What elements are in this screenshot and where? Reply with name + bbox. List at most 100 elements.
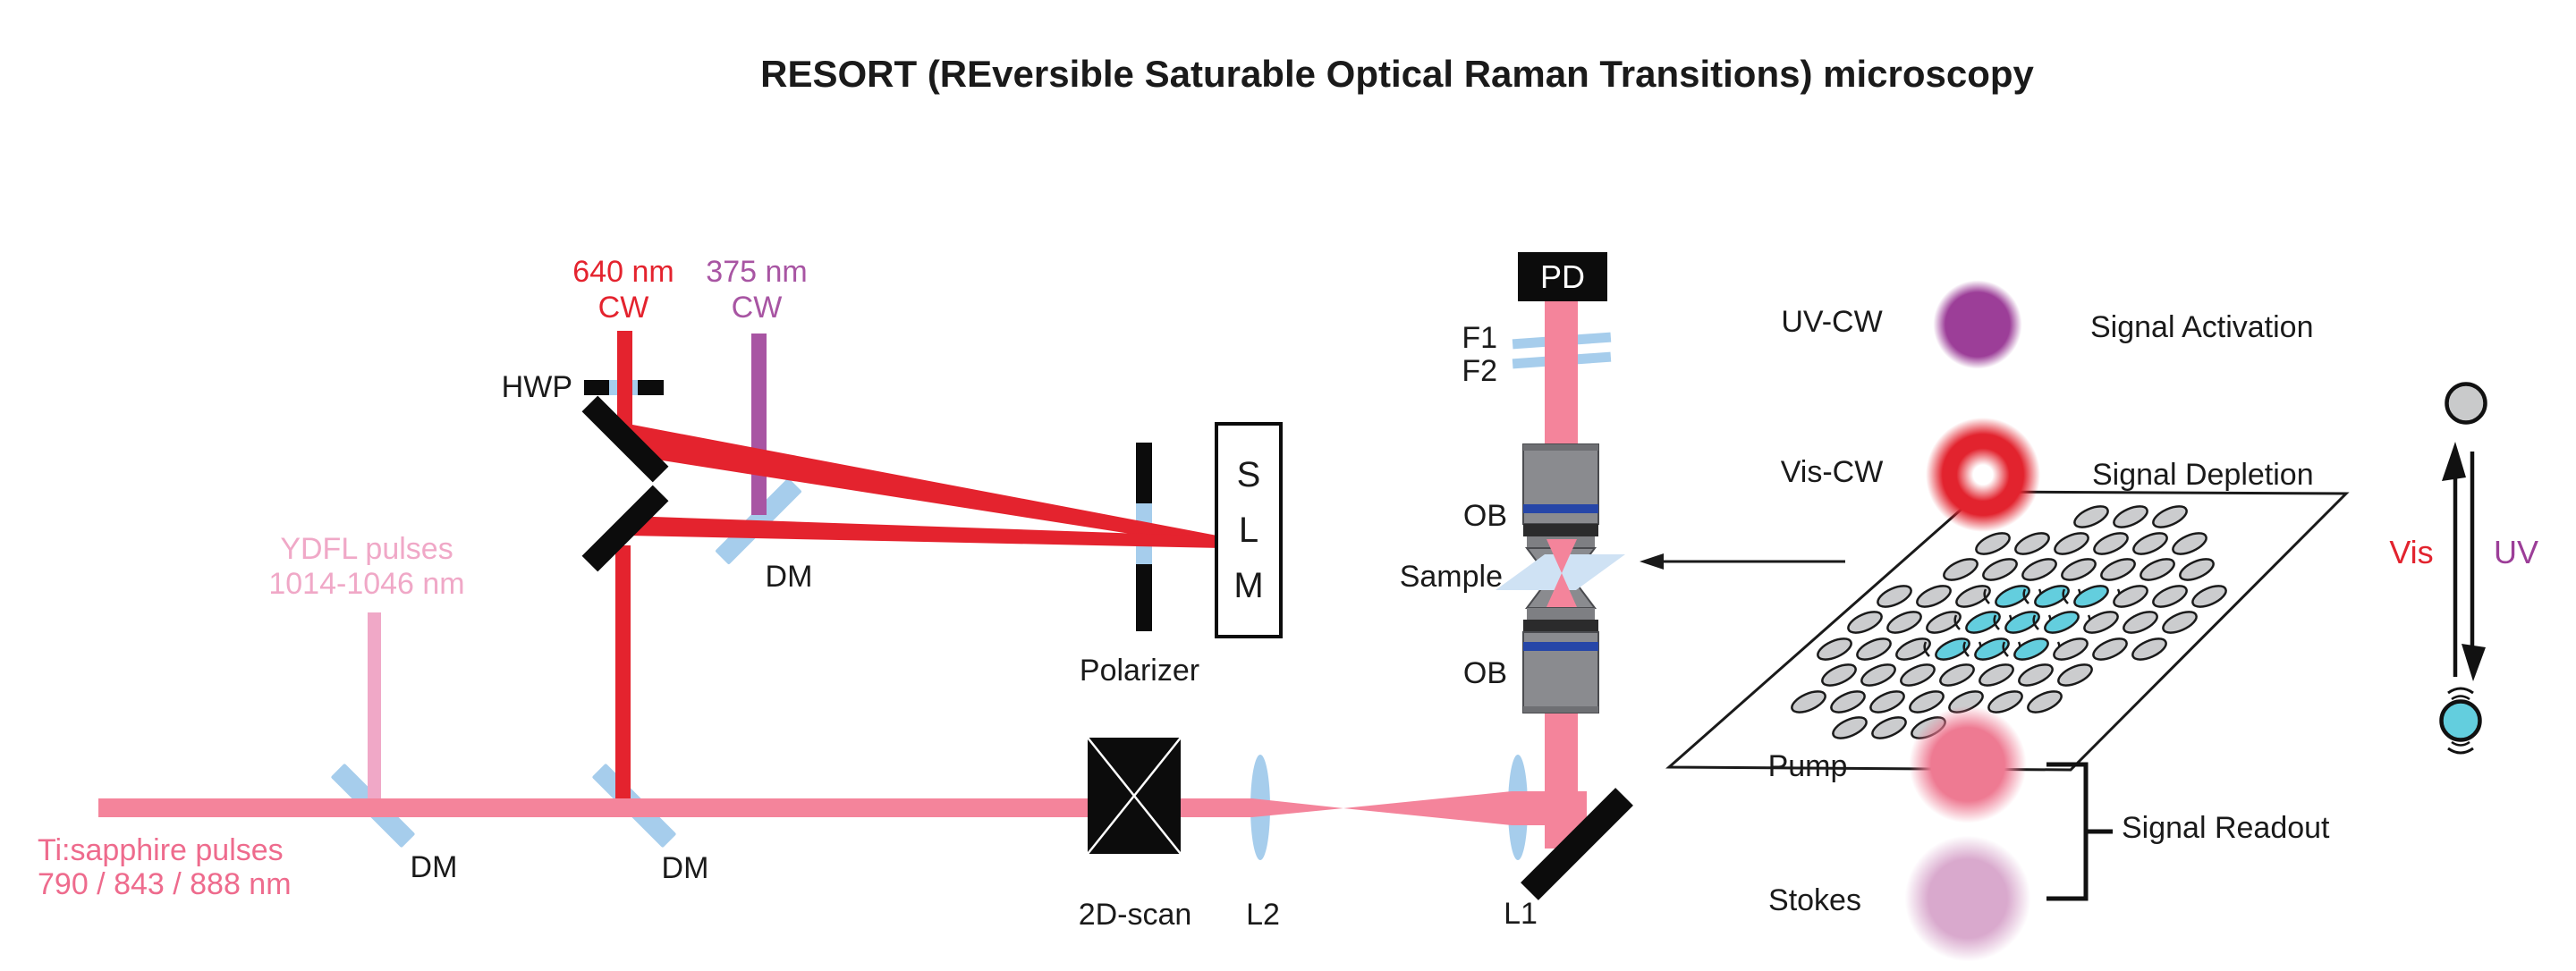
label-sample: Sample — [1399, 560, 1503, 594]
beam-converge-l2 — [1252, 798, 1343, 817]
label-375nm-cw: CW — [731, 291, 783, 325]
label-uv: UV — [2493, 534, 2539, 570]
beam-640-to-slm — [628, 424, 1222, 548]
beam-640-lower — [615, 545, 631, 809]
plate-dot — [1900, 663, 1936, 687]
plate-dot — [2132, 532, 2168, 555]
equilibrium-arrows — [2442, 442, 2486, 681]
label-tisapphire-1: Ti:sapphire pulses — [38, 833, 284, 867]
plate-dot — [2053, 637, 2089, 661]
plate-dot — [1856, 637, 1892, 661]
label-f2: F2 — [1462, 354, 1497, 388]
beam-375 — [751, 334, 767, 515]
plate-dot-active — [1995, 585, 2030, 608]
figure-title: RESORT (REversible Saturable Optical Ram… — [760, 53, 2034, 95]
label-375nm: 375 nm — [706, 255, 808, 289]
plate-dot — [2131, 637, 2167, 661]
photodiode-box — [1518, 252, 1607, 301]
beam-640-upper — [617, 331, 632, 431]
plate-dot — [1939, 663, 1975, 687]
label-ydfl-1: YDFL pulses — [280, 532, 453, 566]
label-ob-top: OB — [1462, 499, 1507, 533]
label-hwp: HWP — [501, 370, 572, 404]
plate-dot — [2140, 558, 2175, 581]
plate-dot-active — [2004, 611, 2040, 634]
plate-dot — [1877, 585, 1912, 608]
plate-dot — [1943, 558, 1979, 581]
plate-dot — [1817, 637, 1852, 661]
state-on-circle — [2439, 687, 2482, 755]
vibration-mark — [1923, 641, 1930, 657]
beam-diverge-l1 — [1343, 791, 1512, 825]
focus-cone-bottom — [1546, 573, 1577, 607]
label-f1: F1 — [1462, 321, 1497, 355]
state-off-circle — [2445, 382, 2487, 425]
mirror-lower — [581, 485, 669, 572]
plate-dot — [1955, 585, 1991, 608]
label-ob-bottom: OB — [1462, 656, 1507, 690]
label-slm-s: S — [1236, 455, 1261, 494]
plate-dot-active — [1935, 637, 1970, 661]
label-polarizer: Polarizer — [1079, 654, 1200, 688]
plate-dot — [1871, 716, 1907, 739]
plate-dot — [2083, 611, 2119, 634]
label-signal-activation: Signal Activation — [2090, 310, 2314, 344]
label-ydfl-2: 1014-1046 nm — [268, 567, 465, 601]
plate-dot — [1832, 716, 1868, 739]
plate-dot-active — [2034, 585, 2070, 608]
label-dm1: DM — [410, 850, 458, 884]
plate-dot — [1860, 663, 1896, 687]
vibration-mark — [2002, 641, 2009, 657]
plate-dot-active — [2044, 611, 2080, 634]
vis-cw-donut — [1913, 405, 2053, 545]
plate-dot-active — [1974, 637, 2010, 661]
vibration-mark — [2022, 588, 2029, 604]
stokes-spot — [1889, 820, 2046, 971]
plate-dot — [2152, 505, 2188, 528]
vibration-mark — [1953, 614, 1961, 630]
mirror-upper — [581, 395, 669, 483]
plate-dot — [2061, 558, 2097, 581]
plate-dot — [1982, 558, 2018, 581]
label-640nm: 640 nm — [572, 255, 674, 289]
label-dm3: DM — [765, 560, 813, 594]
sample-slide — [1496, 554, 1625, 590]
focus-cone-top — [1546, 539, 1577, 573]
pump-spot — [1894, 691, 2041, 838]
plate-dot — [2057, 663, 2093, 687]
beam-main-rail — [98, 798, 1252, 817]
label-pd: PD — [1539, 258, 1586, 295]
label-signal-readout: Signal Readout — [2122, 811, 2330, 845]
plate-dot — [2152, 585, 2188, 608]
plate-to-sample-arrow — [1640, 553, 1845, 570]
beam-slm-return — [628, 516, 1222, 548]
plate-dot-active — [2013, 637, 2049, 661]
plate-dot — [2162, 611, 2198, 634]
label-640nm-cw: CW — [597, 291, 649, 325]
plate-dot — [2021, 558, 2057, 581]
plate-dot-active — [1965, 611, 2001, 634]
plate-dot — [2014, 532, 2050, 555]
plate-dot — [2054, 532, 2089, 555]
plate-dot — [1895, 637, 1931, 661]
plate-dot — [2179, 558, 2215, 581]
readout-bracket — [2046, 762, 2113, 901]
plate-dot — [1847, 611, 1883, 634]
vibration-mark — [2062, 588, 2069, 604]
label-tisapphire-2: 790 / 843 / 888 nm — [38, 867, 292, 901]
label-l1: L1 — [1504, 897, 1538, 931]
plate-dot — [2113, 585, 2148, 608]
plate-dot — [2172, 532, 2207, 555]
label-slm-l: L — [1238, 511, 1259, 550]
vibration-mark — [2032, 614, 2039, 630]
label-stokes: Stokes — [1768, 883, 1861, 917]
plate-dot — [2093, 532, 2129, 555]
plate-dot — [1830, 690, 1866, 713]
label-2d-scan: 2D-scan — [1078, 898, 1192, 932]
plate-dot — [1821, 663, 1857, 687]
plate-dot — [2100, 558, 2136, 581]
uv-cw-spot — [1922, 269, 2033, 380]
label-vis-cw: Vis-CW — [1780, 455, 1884, 489]
label-dm2: DM — [661, 851, 709, 885]
